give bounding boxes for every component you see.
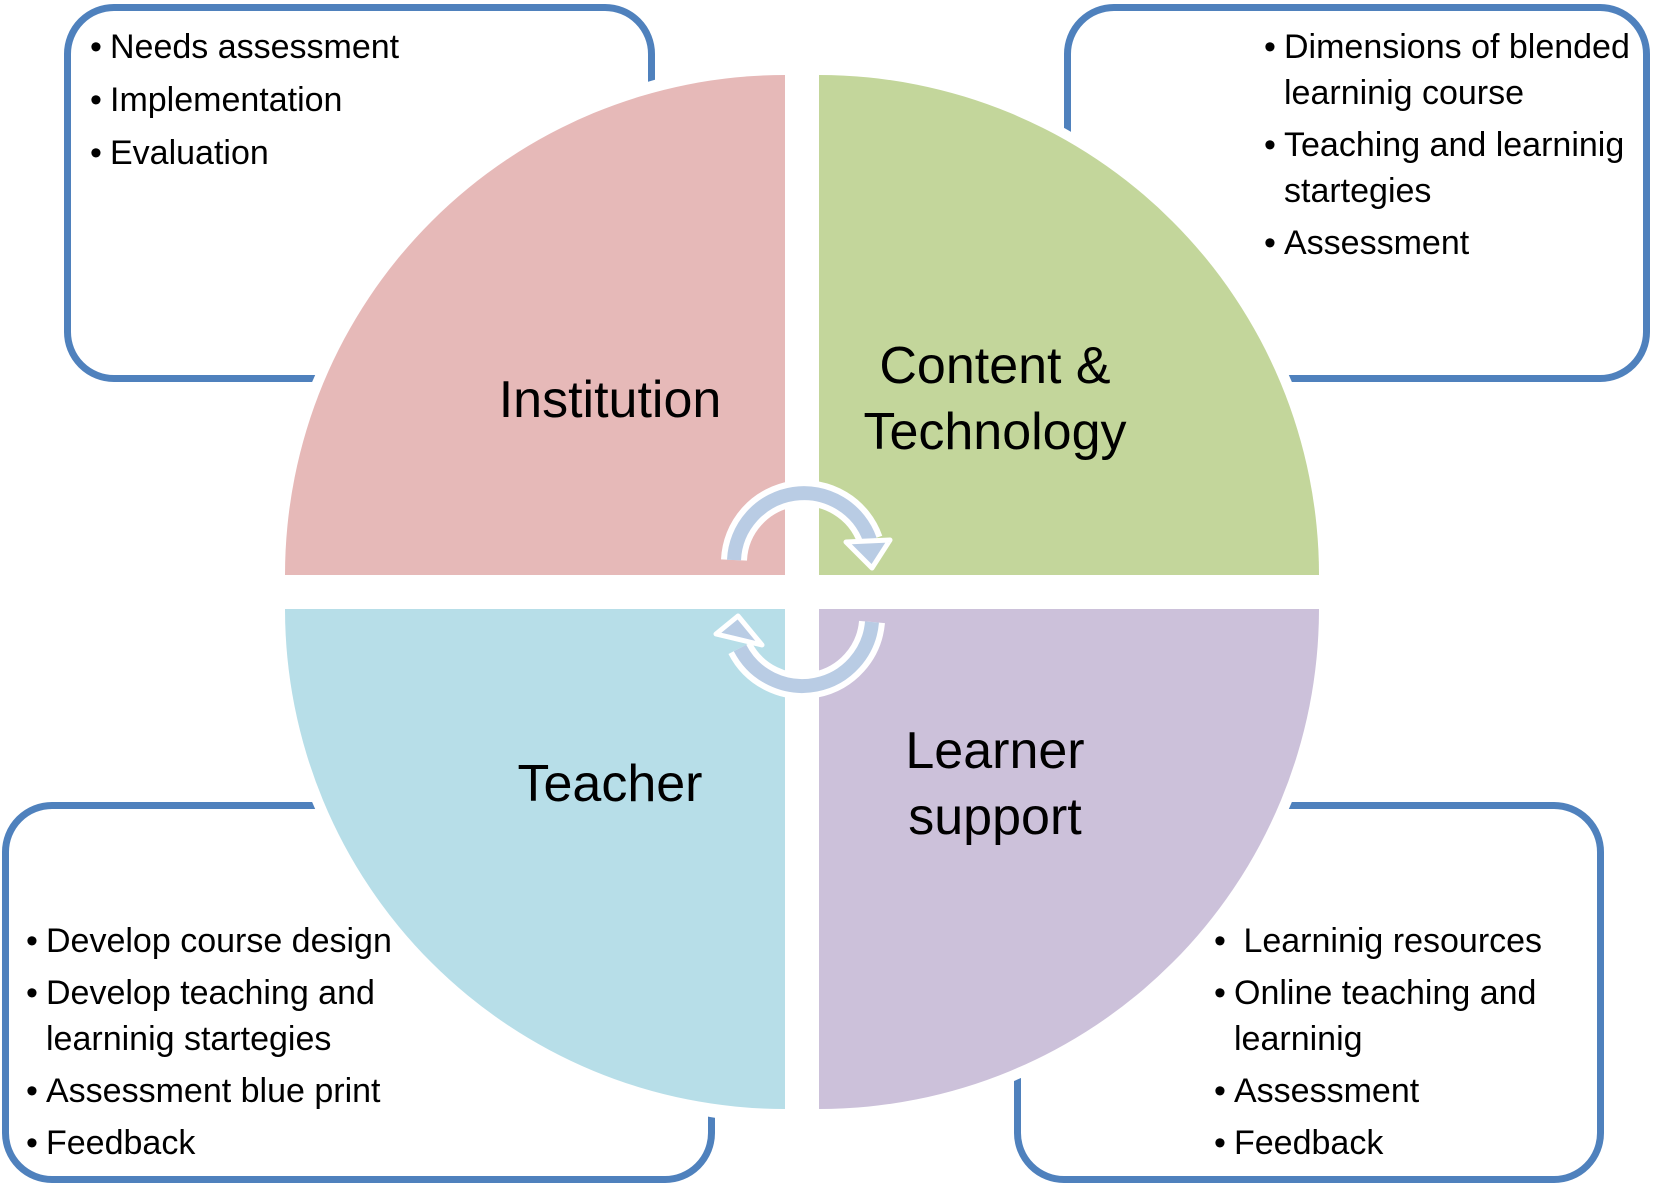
content-technology-label-line2: Technology	[863, 403, 1127, 461]
learner-support-quadrant	[819, 609, 1319, 1109]
learner-support-label: Learner support	[820, 718, 1170, 850]
list-item: Evaluation	[90, 130, 530, 176]
content-technology-label-line1: Content &	[879, 337, 1111, 395]
teacher-label: Teacher	[440, 751, 780, 817]
learner-support-label-line2: support	[908, 788, 1082, 846]
learner-support-bullet-list: Learninig resources Online teaching and …	[1214, 918, 1604, 1172]
teacher-bullet-list: Develop course design Develop teaching a…	[26, 918, 411, 1172]
institution-quadrant	[285, 75, 785, 575]
cycle-arrow-bottom-icon	[713, 613, 885, 699]
teacher-label-text: Teacher	[517, 755, 703, 813]
institution-label: Institution	[440, 367, 780, 433]
learner-support-label-line1: Learner	[905, 722, 1085, 780]
teacher-quadrant	[285, 609, 785, 1109]
list-item: Learninig resources	[1214, 918, 1604, 964]
list-item: Assessment	[1264, 220, 1654, 266]
circle-halo	[269, 59, 1335, 1125]
list-item: Develop course design	[26, 918, 411, 964]
list-item: Develop teaching and learninig startegie…	[26, 970, 411, 1062]
list-item: Assessment	[1214, 1068, 1604, 1114]
content-technology-bullet-list: Dimensions of blended learninig course T…	[1264, 24, 1654, 272]
list-item: Implementation	[90, 77, 530, 123]
cycle-arrow-top-icon	[721, 480, 893, 571]
list-item: Teaching and learninig startegies	[1264, 122, 1654, 214]
list-item: Feedback	[1214, 1120, 1604, 1166]
content-technology-quadrant	[819, 75, 1319, 575]
list-item: Feedback	[26, 1120, 411, 1166]
list-item: Dimensions of blended learninig course	[1264, 24, 1654, 116]
content-technology-label: Content & Technology	[820, 333, 1170, 465]
institution-label-text: Institution	[498, 371, 722, 429]
list-item: Needs assessment	[90, 24, 530, 70]
list-item: Online teaching and learninig	[1214, 970, 1604, 1062]
institution-bullet-list: Needs assessment Implementation Evaluati…	[90, 24, 530, 183]
list-item: Assessment blue print	[26, 1068, 411, 1114]
